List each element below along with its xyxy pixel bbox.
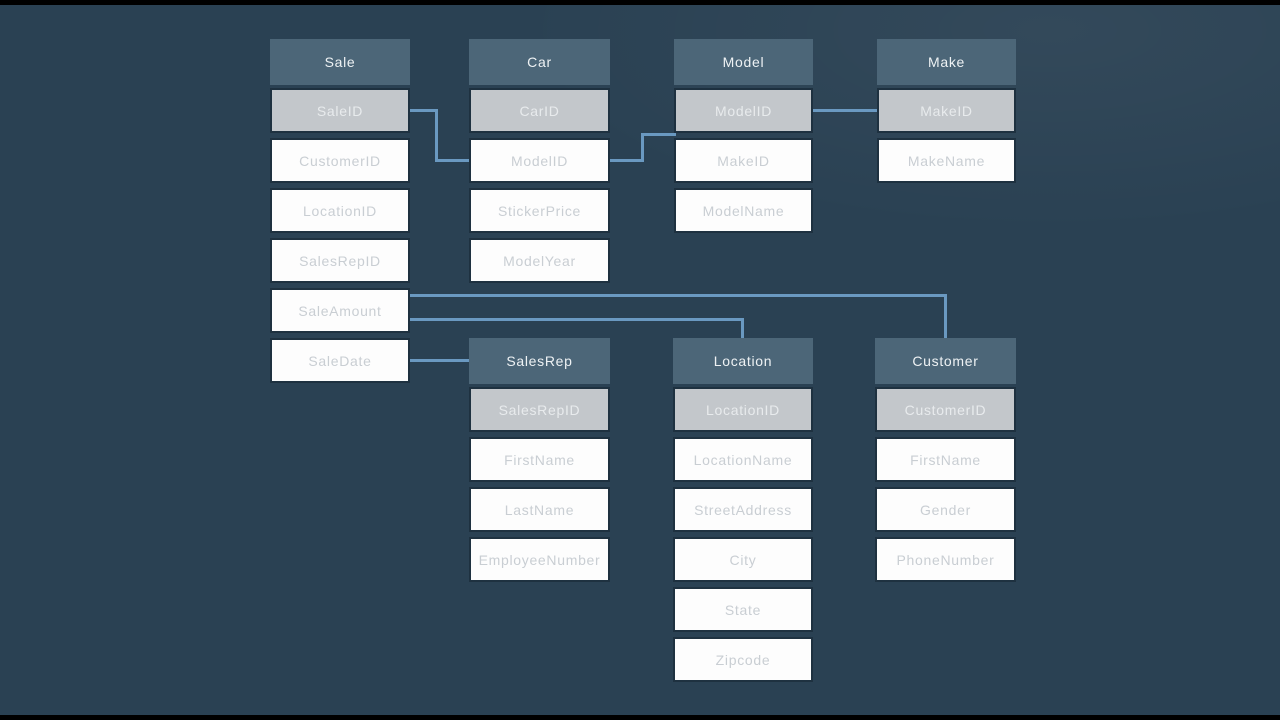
connector-sale-salesrep-h bbox=[406, 359, 471, 362]
row-saleamount: SaleAmount bbox=[270, 288, 410, 333]
row-saledate: SaleDate bbox=[270, 338, 410, 383]
connector-model-make-h bbox=[811, 109, 879, 112]
connector-sale-car-v bbox=[435, 109, 438, 162]
table-car: Car CarID ModelID StickerPrice ModelYear bbox=[469, 39, 610, 283]
row-customerid: CustomerID bbox=[270, 138, 410, 183]
row-modelname: ModelName bbox=[674, 188, 813, 233]
row-streetaddress: StreetAddress bbox=[673, 487, 813, 532]
table-location-header: Location bbox=[673, 338, 813, 384]
letterbox-bottom bbox=[0, 715, 1280, 720]
table-make-header: Make bbox=[877, 39, 1016, 85]
row-zipcode: Zipcode bbox=[673, 637, 813, 682]
connector-sale-customer-h bbox=[406, 294, 947, 297]
connector-sale-location-v bbox=[741, 318, 744, 340]
table-model-header: Model bbox=[674, 39, 813, 85]
row-customer-firstname: FirstName bbox=[875, 437, 1016, 482]
table-car-header: Car bbox=[469, 39, 610, 85]
table-location: Location LocationID LocationName StreetA… bbox=[673, 338, 813, 682]
table-sale: Sale SaleID CustomerID LocationID SalesR… bbox=[270, 39, 410, 383]
row-makeid: MakeID bbox=[674, 138, 813, 183]
row-locationid: LocationID bbox=[270, 188, 410, 233]
row-locationid-pk: LocationID bbox=[673, 387, 813, 432]
row-saleid: SaleID bbox=[270, 88, 410, 133]
connector-sale-car-h1 bbox=[406, 109, 438, 112]
row-lastname: LastName bbox=[469, 487, 610, 532]
row-carid: CarID bbox=[469, 88, 610, 133]
connector-car-model-v bbox=[641, 133, 644, 162]
table-make: Make MakeID MakeName bbox=[877, 39, 1016, 183]
row-modelid-pk: ModelID bbox=[674, 88, 813, 133]
letterbox-top bbox=[0, 0, 1280, 5]
table-model: Model ModelID MakeID ModelName bbox=[674, 39, 813, 233]
table-customer-header: Customer bbox=[875, 338, 1016, 384]
row-gender: Gender bbox=[875, 487, 1016, 532]
table-salesrep: SalesRep SalesRepID FirstName LastName E… bbox=[469, 338, 610, 582]
row-makeid-pk: MakeID bbox=[877, 88, 1016, 133]
row-customerid-pk: CustomerID bbox=[875, 387, 1016, 432]
table-salesrep-header: SalesRep bbox=[469, 338, 610, 384]
row-phonenumber: PhoneNumber bbox=[875, 537, 1016, 582]
connector-car-model-h2 bbox=[641, 133, 676, 136]
row-employeenumber: EmployeeNumber bbox=[469, 537, 610, 582]
connector-car-model-h1 bbox=[608, 159, 644, 162]
row-modelid: ModelID bbox=[469, 138, 610, 183]
row-modelyear: ModelYear bbox=[469, 238, 610, 283]
table-sale-header: Sale bbox=[270, 39, 410, 85]
row-salesrepid-pk: SalesRepID bbox=[469, 387, 610, 432]
connector-sale-location-h bbox=[406, 318, 744, 321]
row-firstname: FirstName bbox=[469, 437, 610, 482]
connector-sale-customer-v bbox=[944, 294, 947, 340]
row-state: State bbox=[673, 587, 813, 632]
row-makename: MakeName bbox=[877, 138, 1016, 183]
row-stickerprice: StickerPrice bbox=[469, 188, 610, 233]
connector-sale-car-h2 bbox=[435, 159, 471, 162]
table-customer: Customer CustomerID FirstName Gender Pho… bbox=[875, 338, 1016, 582]
row-city: City bbox=[673, 537, 813, 582]
row-locationname: LocationName bbox=[673, 437, 813, 482]
row-salesrepid: SalesRepID bbox=[270, 238, 410, 283]
